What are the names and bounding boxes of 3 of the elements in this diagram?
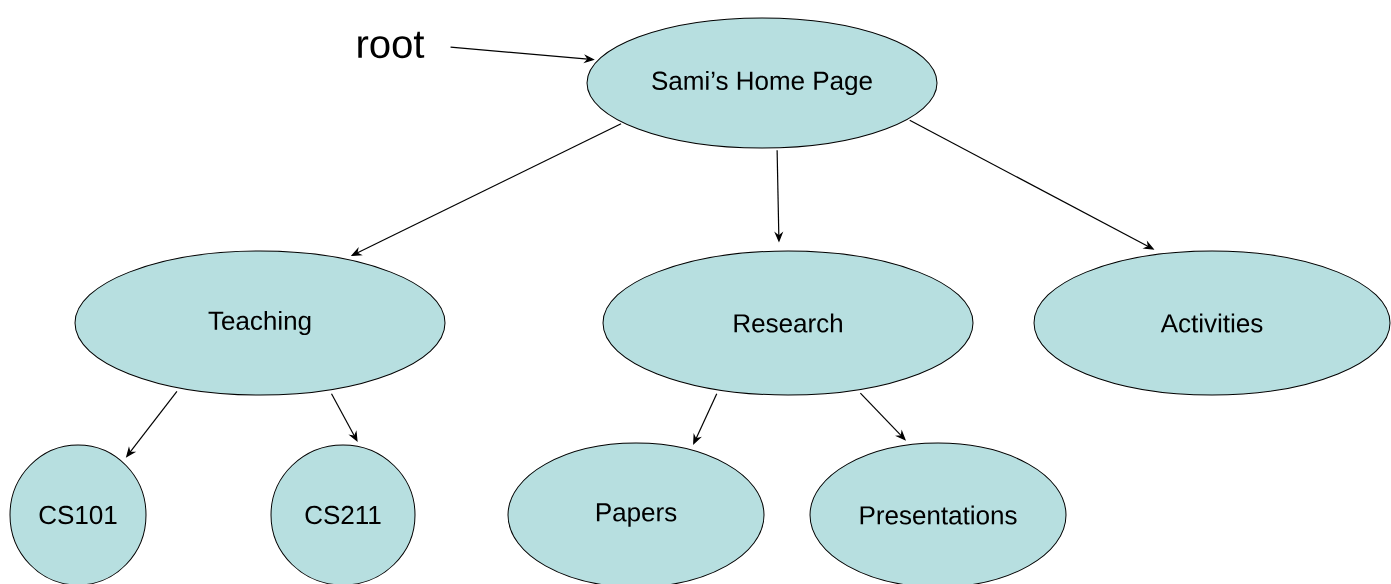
arrow (859, 392, 906, 441)
arrow (693, 393, 718, 445)
root-label: root (358, 31, 425, 59)
